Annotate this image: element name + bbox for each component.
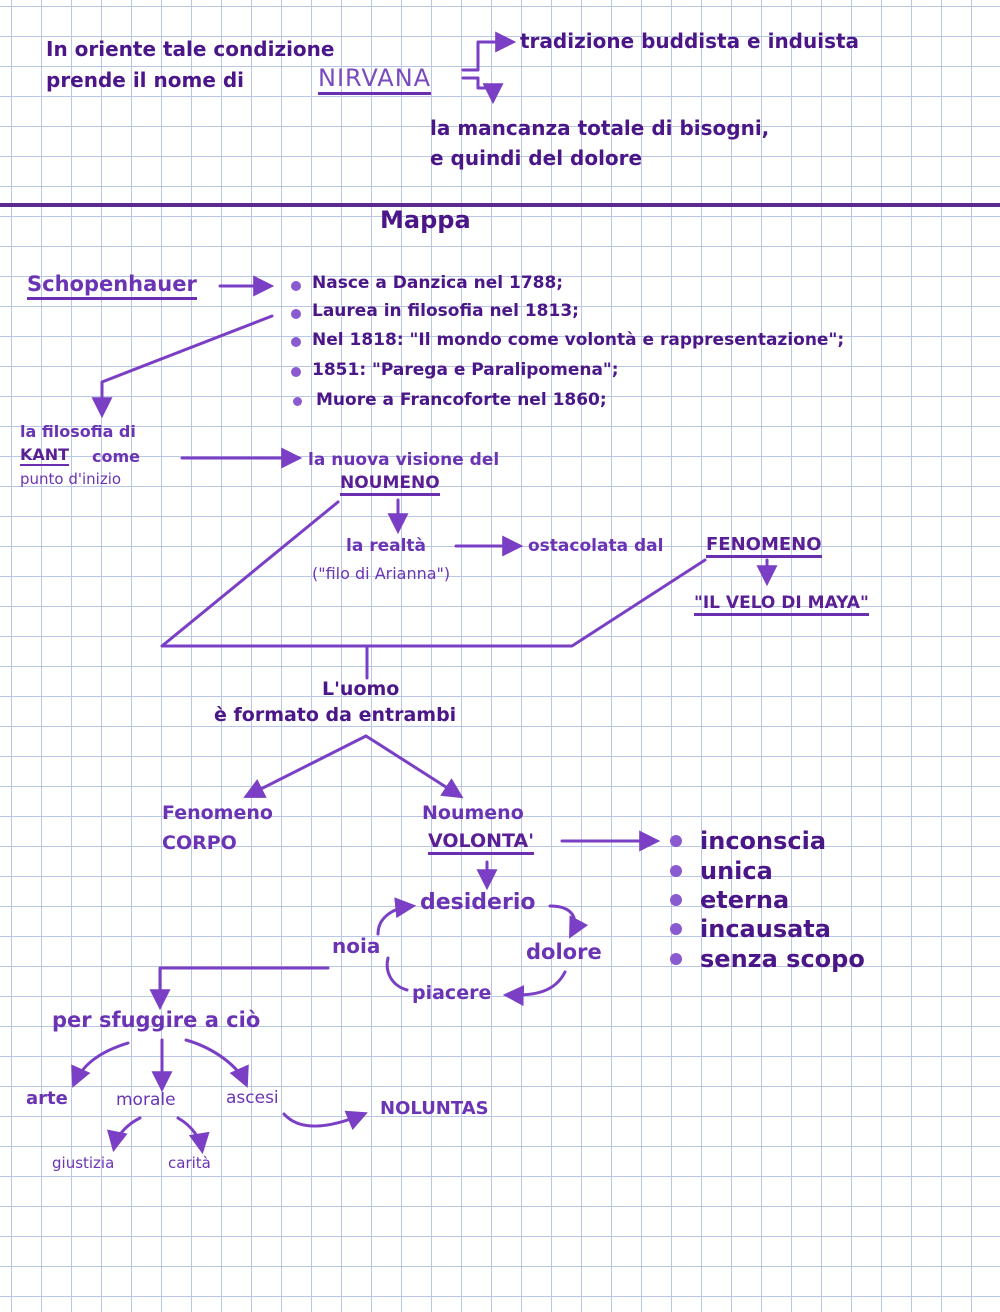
noumeno-volonta-line1: Noumeno xyxy=(422,802,524,824)
noumeno-label: NOUMENO xyxy=(340,475,440,496)
morale-giustizia-arrow xyxy=(107,1116,142,1153)
cycle-desiderio: desiderio xyxy=(420,890,536,915)
bullet-icon xyxy=(670,923,682,935)
kant-line1: la filosofia di xyxy=(20,422,136,441)
fenomeno-corpo-line2: CORPO xyxy=(162,832,237,854)
schopenhauer-kant-arrow xyxy=(91,314,274,419)
escape-ascesi-arrow xyxy=(184,1038,249,1088)
fenomeno-label: FENOMENO xyxy=(706,536,822,558)
bullet-icon xyxy=(291,309,301,319)
bullet-icon xyxy=(291,281,301,291)
bio-item: Nasce a Danzica nel 1788; xyxy=(312,273,564,293)
noia-escape-arrow xyxy=(149,966,330,1011)
nirvana-branch-right-arrow xyxy=(461,31,517,72)
nirvana-branch-down-arrow xyxy=(461,76,504,105)
bullet-icon xyxy=(670,953,682,965)
bullet-icon xyxy=(291,367,301,377)
uomo-line1: L'uomo xyxy=(322,678,400,700)
volonta-label: VOLONTA' xyxy=(428,832,535,855)
morale-carita-arrow xyxy=(176,1116,210,1155)
fenomeno-corpo-line1: Fenomeno xyxy=(162,802,273,824)
cycle-dolore: dolore xyxy=(526,940,602,964)
morale-giustizia: giustizia xyxy=(52,1154,115,1172)
realta-label: la realtà xyxy=(346,536,427,556)
cycle-dolore-piacere xyxy=(502,970,567,1007)
escape-morale: morale xyxy=(116,1090,176,1110)
ostacolata-label: ostacolata dal xyxy=(528,536,664,556)
bio-item: Muore a Francoforte nel 1860; xyxy=(316,390,607,410)
bio-item: 1851: "Parega e Paralipomena"; xyxy=(312,360,619,380)
morale-carita: carità xyxy=(168,1154,211,1172)
volonta-trait: senza scopo xyxy=(700,945,865,973)
uomo-line2: è formato da entrambi xyxy=(214,704,457,726)
bio-item: Laurea in filosofia nel 1813; xyxy=(312,301,579,321)
volonta-trait: unica xyxy=(700,857,773,885)
kant-line3: punto d'inizio xyxy=(20,470,122,488)
nirvana-term: NIRVANA xyxy=(318,66,432,95)
cycle-noia: noia xyxy=(332,934,381,958)
escape-noluntas: NOLUNTAS xyxy=(380,1098,489,1119)
escape-arte: arte xyxy=(26,1088,68,1109)
schopenhauer-label: Schopenhauer xyxy=(27,274,197,300)
bullet-icon xyxy=(291,337,301,347)
bullet-icon xyxy=(670,835,682,847)
bullet-icon xyxy=(293,397,302,406)
nirvana-intro-line1: In oriente tale condizione xyxy=(46,37,335,61)
escape-arte-arrow xyxy=(71,1041,130,1088)
nirvana-branch-down-line2: e quindi del dolore xyxy=(430,146,643,170)
cycle-piacere-noia xyxy=(385,956,409,992)
bullet-icon xyxy=(670,865,682,877)
escape-ascesi: ascesi xyxy=(226,1088,279,1108)
cycle-piacere: piacere xyxy=(412,982,492,1004)
cycle-desiderio-dolore xyxy=(548,904,589,939)
filo-arianna-label: ("filo di Arianna") xyxy=(312,564,451,583)
escape-label: per sfuggire a ciò xyxy=(52,1008,261,1032)
volonta-trait: eterna xyxy=(700,886,790,914)
nirvana-branch-right: tradizione buddista e induista xyxy=(520,29,860,53)
volonta-trait: incausata xyxy=(700,915,831,943)
kant-come: come xyxy=(92,447,140,466)
kant-label: KANT xyxy=(20,445,70,466)
ascesi-noluntas-arrow xyxy=(282,1110,368,1131)
nirvana-intro-line2: prende il nome di xyxy=(46,68,245,92)
map-title: Mappa xyxy=(380,206,471,234)
bullet-icon xyxy=(670,894,682,906)
uomo-noumeno-arrow xyxy=(364,734,464,799)
volonta-trait: inconscia xyxy=(700,827,827,855)
velo-maya-label: "IL VELO DI MAYA" xyxy=(694,595,869,616)
noumeno-intro: la nuova visione del xyxy=(308,450,500,470)
nirvana-branch-down-line1: la mancanza totale di bisogni, xyxy=(430,116,770,140)
uomo-fenomeno-arrow xyxy=(243,734,368,798)
bio-item: Nel 1818: "Il mondo come volontà e rappr… xyxy=(312,330,845,350)
cycle-noia-desiderio xyxy=(376,897,417,936)
